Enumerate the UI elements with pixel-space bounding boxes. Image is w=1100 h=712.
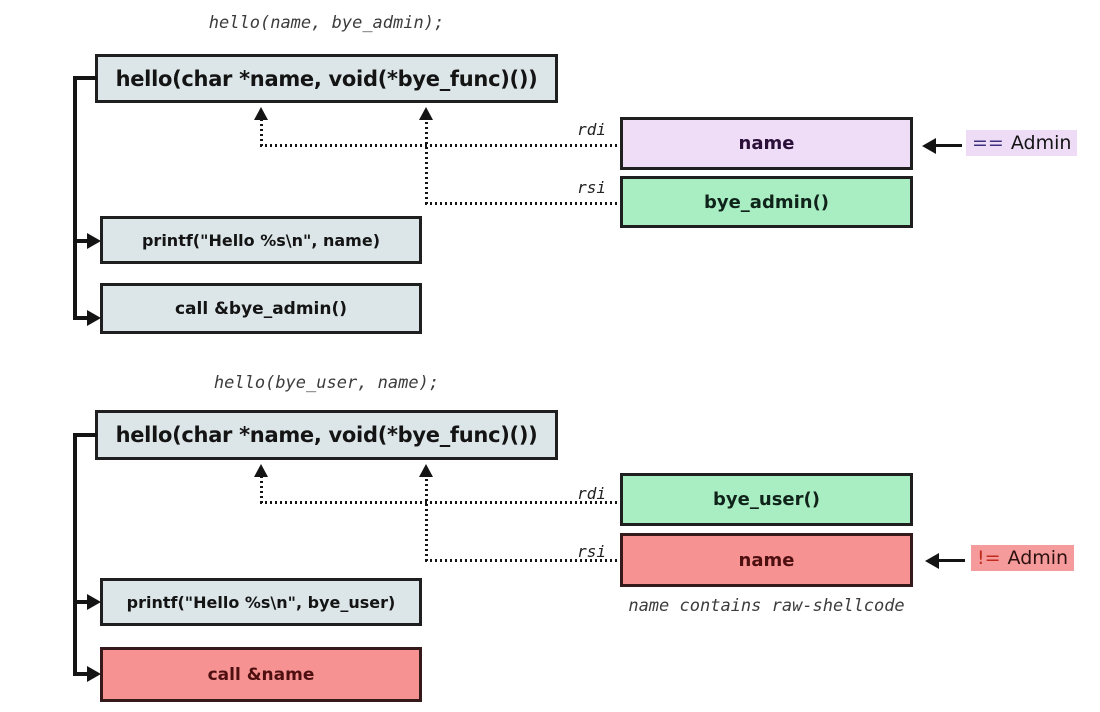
branch-line-call-top bbox=[75, 316, 89, 320]
rsi-register-label-bottom: rsi bbox=[577, 542, 606, 561]
annotation-word-bottom: Admin bbox=[1007, 547, 1069, 569]
printf-box-top: printf("Hello %s\n", name) bbox=[100, 216, 422, 264]
not-equals-admin-annotation: != Admin bbox=[971, 545, 1075, 571]
branch-arrowhead-printf-top-icon bbox=[87, 233, 101, 249]
dotted-vertical-param1-bottom bbox=[260, 477, 263, 503]
call-text-bottom: call &name bbox=[207, 664, 315, 685]
rdi-value-box-top: name bbox=[620, 117, 913, 170]
up-arrowhead-param2-top-icon bbox=[419, 107, 433, 120]
bracket-stub-top bbox=[73, 76, 97, 80]
bracket-stub-bottom bbox=[73, 433, 97, 437]
call-text-top: call &bye_admin() bbox=[174, 298, 348, 319]
rdi-value-text-bottom: bye_user() bbox=[713, 489, 820, 510]
call-site-caption-top: hello(name, bye_admin); bbox=[208, 13, 445, 33]
branch-arrowhead-printf-bottom-icon bbox=[87, 594, 101, 610]
left-arrowhead-bottom-icon bbox=[925, 553, 939, 569]
dotted-rdi-connector-bottom bbox=[260, 501, 617, 504]
branch-arrowhead-call-top-icon bbox=[87, 310, 101, 326]
bracket-vertical-top bbox=[73, 76, 77, 320]
branch-line-call-bottom bbox=[75, 672, 89, 676]
function-signature-text-bottom: hello(char *name, void(*bye_func)()) bbox=[115, 423, 538, 447]
function-signature-box-top: hello(char *name, void(*bye_func)()) bbox=[95, 54, 558, 103]
branch-line-printf-top bbox=[75, 239, 89, 243]
rdi-register-label-top: rdi bbox=[577, 120, 606, 139]
function-signature-box-bottom: hello(char *name, void(*bye_func)()) bbox=[95, 410, 558, 460]
printf-text-bottom: printf("Hello %s\n", bye_user) bbox=[126, 592, 396, 612]
printf-text-top: printf("Hello %s\n", name) bbox=[141, 230, 381, 250]
branch-arrowhead-call-bottom-icon bbox=[87, 666, 101, 682]
branch-line-printf-bottom bbox=[75, 600, 89, 604]
dotted-rsi-connector-bottom bbox=[425, 559, 617, 562]
left-arrowhead-top-icon bbox=[922, 138, 936, 154]
printf-box-bottom: printf("Hello %s\n", bye_user) bbox=[100, 578, 422, 626]
annotation-op-top: == bbox=[972, 132, 1004, 154]
rdi-value-text-top: name bbox=[738, 133, 795, 154]
rsi-value-box-bottom: name bbox=[620, 533, 913, 587]
rdi-value-box-bottom: bye_user() bbox=[620, 473, 913, 526]
dotted-vertical-param2-bottom bbox=[425, 477, 428, 561]
dotted-rsi-connector-top bbox=[425, 202, 617, 205]
call-box-top: call &bye_admin() bbox=[100, 283, 422, 334]
rsi-register-label-top: rsi bbox=[577, 178, 606, 197]
equals-admin-annotation: == Admin bbox=[966, 130, 1078, 156]
annotation-op-bottom: != bbox=[977, 547, 1001, 569]
annotation-arrow-line-top bbox=[934, 144, 962, 147]
call-site-caption-bottom: hello(bye_user, name); bbox=[213, 373, 440, 393]
rdi-register-label-bottom: rdi bbox=[577, 484, 606, 503]
dotted-vertical-param2-top bbox=[425, 120, 428, 204]
dotted-vertical-param1-top bbox=[260, 120, 263, 146]
annotation-arrow-line-bottom bbox=[937, 559, 965, 562]
dotted-rdi-connector-top bbox=[260, 144, 617, 147]
rsi-value-box-top: bye_admin() bbox=[620, 176, 913, 228]
shellcode-note: name contains raw-shellcode bbox=[628, 596, 905, 616]
bracket-vertical-bottom bbox=[73, 433, 77, 676]
call-box-bottom: call &name bbox=[100, 647, 422, 702]
up-arrowhead-param1-bottom-icon bbox=[254, 464, 268, 477]
rsi-value-text-top: bye_admin() bbox=[703, 191, 830, 213]
function-signature-text-top: hello(char *name, void(*bye_func)()) bbox=[115, 66, 538, 91]
annotation-word-top: Admin bbox=[1010, 132, 1072, 154]
up-arrowhead-param2-bottom-icon bbox=[419, 464, 433, 477]
up-arrowhead-param1-top-icon bbox=[254, 107, 268, 120]
rsi-value-text-bottom: name bbox=[738, 549, 795, 571]
